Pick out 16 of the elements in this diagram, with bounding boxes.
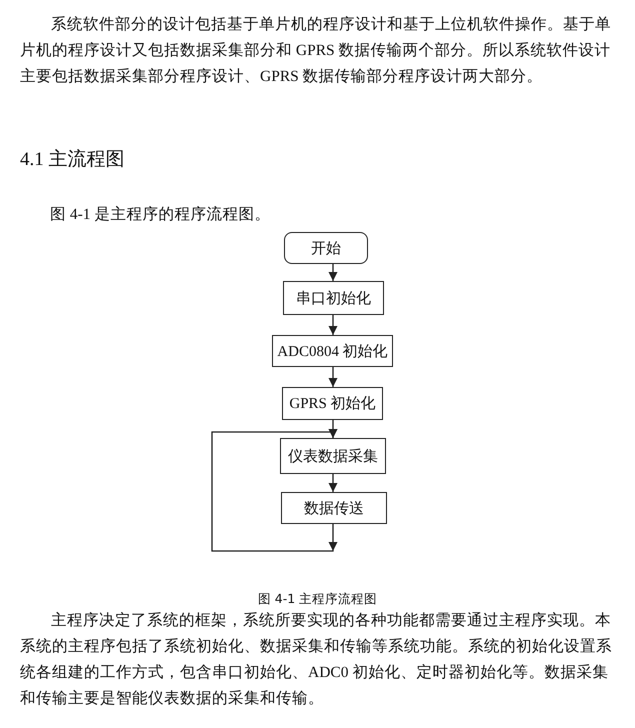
arrow — [328, 264, 338, 281]
arrow — [328, 315, 338, 335]
paragraph: 主程序决定了系统的框架，系统所要实现的各种功能都需要通过主程序实现。本系统的主程序包括了系统初始化、数据采集和传输等系统功能。系统的初始化设置系统各组建的工作方式，包含串口初始化、ADC0 初始化、定时器初始化等。数据采集和传输主要是智能仪表数据的采集和传输。 — [20, 610, 613, 709]
process-box: 数据传送 — [281, 492, 387, 524]
arrow — [328, 474, 338, 492]
start-box: 开始 — [284, 232, 368, 264]
paragraph: 系统软件部分的设计包括基于单片机的程序设计和基于上位机软件操作。基于单片机的程序设计又包括数据采集部分和 GPRS 数据传输两个部分。所以系统软件设计主要包括数据采集部分程序设计、GPRS 数据传输部分程序设计两大部分。 — [20, 15, 612, 87]
paragraph: 图 4-1 是主程序的程序流程图。 — [50, 204, 272, 225]
figure-caption: 图 4-1 主程序流程图 — [256, 590, 378, 608]
process-box: GPRS 初始化 — [282, 387, 383, 420]
arrow — [211, 429, 338, 552]
section-heading: 4.1 主流程图 — [20, 148, 124, 172]
process-box: 仪表数据采集 — [280, 438, 386, 474]
process-box: 串口初始化 — [283, 281, 384, 315]
arrow — [328, 367, 338, 387]
process-box: ADC0804 初始化 — [272, 335, 393, 367]
